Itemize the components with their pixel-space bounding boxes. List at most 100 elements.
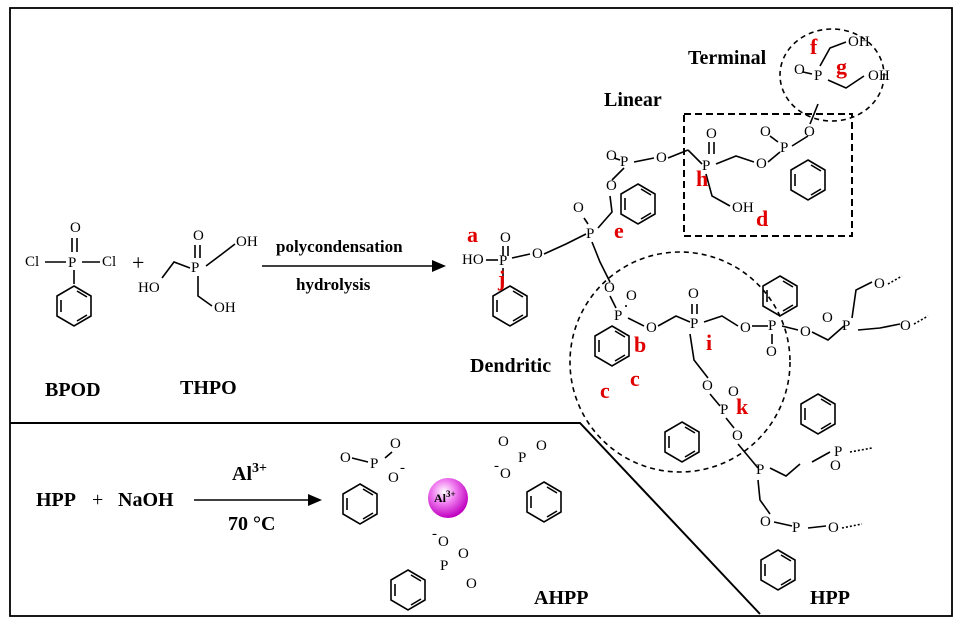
label-k: k bbox=[736, 394, 749, 419]
linear-label: Linear bbox=[604, 89, 662, 111]
svg-text:P: P bbox=[720, 402, 728, 418]
svg-text:O: O bbox=[830, 458, 841, 474]
svg-text:P: P bbox=[620, 154, 628, 170]
label-c-1: c bbox=[600, 378, 610, 403]
svg-text:-: - bbox=[494, 458, 499, 474]
label-d: d bbox=[756, 206, 768, 231]
label-j: j bbox=[497, 266, 505, 291]
hpp-structure: O HO P O P O O P O O P O O P O bbox=[462, 34, 929, 591]
svg-text:P: P bbox=[499, 253, 507, 269]
svg-text:O: O bbox=[706, 126, 717, 142]
plus-sign-top: + bbox=[132, 250, 144, 275]
svg-text:O: O bbox=[500, 230, 511, 246]
svg-text:O: O bbox=[760, 514, 771, 530]
label-h: h bbox=[696, 166, 708, 191]
condition-polycondensation: polycondensation bbox=[276, 237, 403, 256]
svg-text:O: O bbox=[702, 378, 713, 394]
svg-text:O: O bbox=[728, 384, 739, 400]
svg-text:O: O bbox=[646, 320, 657, 336]
svg-text:O: O bbox=[498, 434, 509, 450]
svg-text:OH: OH bbox=[868, 68, 890, 84]
thpo-label: THPO bbox=[180, 377, 237, 399]
linear-region-box bbox=[683, 113, 853, 237]
svg-text:P: P bbox=[756, 462, 764, 478]
svg-text:P: P bbox=[690, 316, 698, 332]
svg-text:OH: OH bbox=[214, 300, 236, 316]
svg-text:HO: HO bbox=[138, 280, 160, 296]
svg-text:O: O bbox=[532, 246, 543, 262]
svg-text:O: O bbox=[732, 428, 743, 444]
label-b: b bbox=[634, 332, 646, 357]
plus-sign-bottom: + bbox=[92, 489, 103, 511]
svg-text:P: P bbox=[792, 520, 800, 536]
svg-text:O: O bbox=[766, 344, 777, 360]
svg-text:O: O bbox=[466, 576, 477, 592]
hpp-product-label: HPP bbox=[810, 587, 850, 609]
svg-text:Cl: Cl bbox=[102, 254, 116, 270]
bpod-molecule: O Cl P Cl bbox=[25, 220, 116, 327]
svg-text:O: O bbox=[822, 310, 833, 326]
condition-hydrolysis: hydrolysis bbox=[296, 275, 371, 294]
ahpp-label: AHPP bbox=[534, 587, 588, 609]
label-c-2: c bbox=[630, 366, 640, 391]
svg-text:P: P bbox=[370, 456, 378, 472]
svg-text:O: O bbox=[760, 124, 771, 140]
svg-text:HO: HO bbox=[462, 252, 484, 268]
bpod-label: BPOD bbox=[45, 379, 101, 401]
svg-text:P: P bbox=[586, 226, 594, 242]
svg-text:O: O bbox=[193, 228, 204, 244]
svg-text:O: O bbox=[340, 450, 351, 466]
al-condition: Al3+ bbox=[232, 461, 267, 485]
svg-text:P: P bbox=[614, 308, 622, 324]
label-a: a bbox=[467, 222, 478, 247]
svg-text:O: O bbox=[900, 318, 911, 334]
svg-text:P: P bbox=[518, 450, 526, 466]
dendritic-region-circle bbox=[569, 251, 791, 473]
svg-text:P: P bbox=[440, 558, 448, 574]
svg-text:O: O bbox=[874, 276, 885, 292]
svg-text:O: O bbox=[800, 324, 811, 340]
label-f: f bbox=[810, 34, 818, 59]
svg-text:-: - bbox=[400, 460, 405, 476]
figure-frame bbox=[9, 7, 953, 617]
svg-text:O: O bbox=[438, 534, 449, 550]
svg-text:P: P bbox=[780, 140, 788, 156]
label-g: g bbox=[836, 54, 847, 79]
svg-text:O: O bbox=[70, 220, 81, 236]
svg-text:P: P bbox=[68, 255, 76, 271]
terminal-label: Terminal bbox=[688, 47, 767, 69]
temperature-condition: 70 °C bbox=[228, 513, 275, 535]
hpp-reagent-label: HPP bbox=[36, 489, 76, 511]
svg-text:-: - bbox=[432, 526, 437, 542]
dendritic-label: Dendritic bbox=[470, 355, 551, 377]
svg-text:P: P bbox=[191, 260, 199, 276]
thpo-molecule: O P OH HO OH bbox=[138, 228, 258, 316]
svg-text:Cl: Cl bbox=[25, 254, 39, 270]
panel-divider bbox=[10, 422, 761, 615]
svg-text:O: O bbox=[740, 320, 751, 336]
svg-text:P: P bbox=[842, 318, 850, 334]
svg-text:O: O bbox=[536, 438, 547, 454]
svg-text:O: O bbox=[606, 178, 617, 194]
svg-text:O: O bbox=[688, 286, 699, 302]
svg-text:P: P bbox=[702, 158, 710, 174]
svg-text:O: O bbox=[388, 470, 399, 486]
svg-text:O: O bbox=[794, 62, 805, 78]
svg-text:OH: OH bbox=[732, 200, 754, 216]
svg-text:O: O bbox=[458, 546, 469, 562]
svg-text:O: O bbox=[500, 466, 511, 482]
svg-text:O: O bbox=[390, 436, 401, 452]
svg-text:O: O bbox=[604, 280, 615, 296]
al-ion-sphere bbox=[428, 478, 468, 518]
svg-text:O: O bbox=[756, 156, 767, 172]
label-i: i bbox=[706, 330, 712, 355]
svg-text:O: O bbox=[804, 124, 815, 140]
terminal-region-ellipse bbox=[779, 28, 885, 122]
svg-text:P: P bbox=[814, 68, 822, 84]
ahpp-molecule: O P O O - Al3+ O P O O - O - P O O bbox=[340, 434, 562, 611]
svg-text:O: O bbox=[606, 148, 617, 164]
svg-text:O: O bbox=[626, 288, 637, 304]
svg-text:O: O bbox=[828, 520, 839, 536]
